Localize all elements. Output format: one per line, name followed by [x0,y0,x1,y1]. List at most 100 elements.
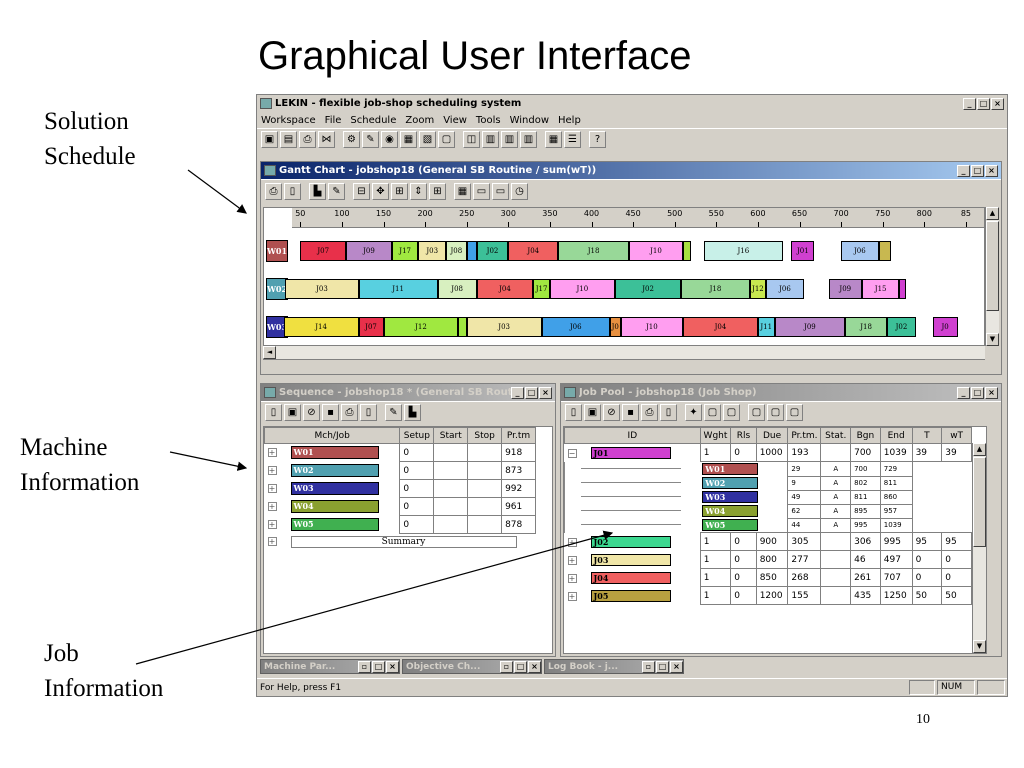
col-t[interactable]: T [911,427,943,444]
col-setup[interactable]: Setup [399,427,435,444]
gantt-close-button[interactable]: × [985,164,998,177]
summary-row[interactable]: +Summary [265,534,536,551]
gantt-move-icon[interactable]: ✥ [372,183,389,200]
gantt-job-bar[interactable]: J11 [358,279,438,299]
gantt-job-bar[interactable] [683,241,692,261]
sequence-titlebar[interactable]: Sequence - jobshop18 * (General SB Routi… [261,384,555,401]
gantt-job-bar[interactable]: J07 [300,241,347,261]
open-icon[interactable]: ▣ [584,404,601,421]
close-button[interactable]: × [991,97,1004,110]
restore-button[interactable]: ▫ [642,660,655,673]
gantt-maximize-button[interactable]: □ [971,164,984,177]
maximize-button[interactable]: □ [656,660,669,673]
gantt-machine-label[interactable]: W03 [266,316,288,338]
menu-workspace[interactable]: Workspace [261,114,316,126]
sequence-close-button[interactable]: × [539,386,552,399]
menu-schedule[interactable]: Schedule [350,114,397,126]
gantt-job-bar[interactable]: J09 [828,279,862,299]
gantt-job-bar[interactable]: J02 [614,279,682,299]
expand-icon[interactable]: + [267,502,277,511]
col-start[interactable]: Start [433,427,469,444]
table-icon[interactable]: ▦ [545,131,562,148]
gantt-job-bar[interactable]: J08 [445,241,467,261]
gantt-red-window-icon[interactable]: ▭ [492,183,509,200]
gantt-job-bar[interactable]: J02 [886,317,916,337]
gantt-vertical-scrollbar[interactable]: ▲ ▼ [985,207,999,346]
gantt-expand-icon[interactable]: ⊞ [429,183,446,200]
jobpool-titlebar[interactable]: Job Pool - jobshop18 (Job Shop) _ □ × [561,384,1001,401]
print-icon[interactable]: ⎙ [641,404,658,421]
log-book-window[interactable]: Log Book - j...▫□× [544,659,684,674]
gantt-titlebar[interactable]: Gantt Chart - jobshop18 (General SB Rout… [261,162,1001,179]
expand-icon[interactable]: + [267,484,277,493]
objective-chart-window[interactable]: Objective Ch...▫□× [402,659,542,674]
col-rls[interactable]: Rls [730,427,757,444]
gantt-zoom-icon[interactable]: ⊟ [353,183,370,200]
tile-vertical-icon[interactable]: ▥ [501,131,518,148]
col-wght[interactable]: Wght [699,427,732,444]
jobpool-minimize-button[interactable]: _ [957,386,970,399]
scroll-down-button[interactable]: ▼ [986,333,999,346]
gantt-job-bar[interactable]: J03 [285,279,359,299]
list-icon[interactable]: ☰ [564,131,581,148]
scroll-up-button[interactable]: ▲ [973,443,986,456]
menu-file[interactable]: File [324,114,342,126]
machine-icon[interactable]: ⚙ [343,131,360,148]
gantt-preview-icon[interactable]: ▯ [284,183,301,200]
delete-job-icon[interactable]: ▢ [723,404,740,421]
scroll-thumb[interactable] [986,221,999,311]
bar-chart-icon[interactable]: ▙ [404,404,421,421]
col-id[interactable]: ID [564,427,701,444]
edit-job-icon[interactable]: ▢ [704,404,721,421]
image-icon[interactable]: ▧ [419,131,436,148]
gantt-job-bar[interactable]: J10 [628,241,684,261]
new-icon[interactable]: ▯ [565,404,582,421]
expand-icon[interactable]: + [567,573,577,583]
gantt-job-bar[interactable]: J16 [703,241,783,261]
globe-icon[interactable]: ◉ [381,131,398,148]
tile-icon[interactable]: ◫ [463,131,480,148]
expand-icon[interactable]: + [567,591,577,601]
close-button[interactable]: × [670,660,683,673]
gantt-job-bar[interactable]: J07 [358,317,384,337]
gantt-job-bar[interactable]: J09 [346,241,392,261]
gantt-grid-icon[interactable]: ▦ [454,183,471,200]
tile-horizontal-icon[interactable]: ▥ [482,131,499,148]
expand-icon[interactable]: + [567,537,577,547]
pen-icon[interactable]: ✎ [385,404,402,421]
minimize-button[interactable]: _ [963,97,976,110]
gantt-job-bar[interactable] [899,279,906,299]
gantt-job-bar[interactable]: J04 [476,279,534,299]
gantt-job-bar[interactable]: J14 [283,317,359,337]
col-bgn[interactable]: Bgn [850,427,881,444]
gantt-job-bar[interactable]: J18 [681,279,750,299]
wrench-icon[interactable]: ✎ [362,131,379,148]
jobpool-close-button[interactable]: × [985,386,998,399]
col-stop[interactable]: Stop [467,427,503,444]
grid-icon[interactable]: ▦ [400,131,417,148]
menu-help[interactable]: Help [558,114,581,126]
scroll-thumb[interactable] [973,457,986,547]
restore-button[interactable]: ▫ [358,660,371,673]
preview-icon[interactable]: ▯ [360,404,377,421]
gantt-job-bar[interactable]: J04 [683,317,758,337]
save-icon[interactable]: ▪ [622,404,639,421]
gantt-job-bar[interactable]: J0 [609,317,621,337]
gantt-horizontal-scrollbar[interactable]: ◄ [263,345,985,359]
close-button[interactable]: × [386,660,399,673]
expand-icon[interactable]: + [267,537,277,546]
jobpool-maximize-button[interactable]: □ [971,386,984,399]
open-icon[interactable]: ▣ [284,404,301,421]
gantt-print-icon[interactable]: ⎙ [265,183,282,200]
gantt-job-bar[interactable]: J17 [533,279,550,299]
